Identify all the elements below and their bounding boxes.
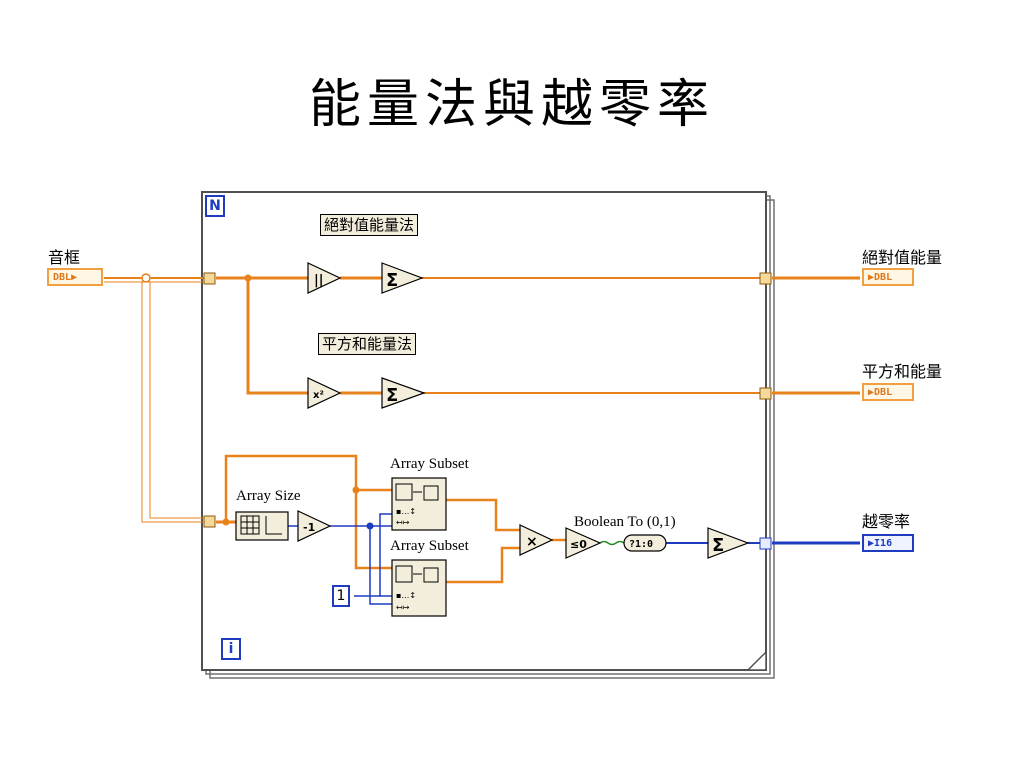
sum-glyph-zcr: Σ — [712, 535, 724, 556]
terminal-arrow-icon: ▶ — [868, 387, 875, 398]
array-size-node[interactable] — [235, 511, 289, 541]
double-wires — [104, 273, 860, 584]
decrement-node[interactable] — [297, 510, 332, 542]
sum-glyph-sq: Σ — [386, 385, 398, 406]
array-subset-label-2: Array Subset — [390, 538, 469, 554]
multiply-glyph: × — [526, 534, 538, 550]
boolean-wire — [599, 540, 625, 546]
terminal-arrow-icon: ▶ — [71, 272, 78, 283]
square-glyph: x² — [313, 390, 324, 401]
loop-iteration-terminal[interactable]: i — [221, 638, 241, 660]
loop-count-terminal[interactable]: N — [205, 195, 225, 217]
terminal-arrow-icon: ▶ — [868, 272, 875, 283]
zcr-type: I16 — [874, 538, 893, 549]
absolute-value-node[interactable] — [307, 262, 342, 294]
svg-text:↤↦: ↤↦ — [396, 518, 410, 527]
bool-glyph: ?1:0 — [629, 539, 653, 550]
multiply-node[interactable] — [519, 524, 554, 556]
abs-method-label: 絕對值能量法 — [320, 214, 419, 236]
zcr-terminal[interactable]: ▶I16 — [862, 534, 914, 552]
abs-energy-label: 絕對值能量 — [862, 248, 943, 267]
abs-energy-type: DBL — [874, 272, 893, 283]
sum-node-zcr[interactable] — [707, 527, 750, 559]
constant-one[interactable]: 1 — [332, 585, 350, 607]
sq-energy-type: DBL — [874, 387, 893, 398]
svg-text:↤↦: ↤↦ — [396, 603, 410, 612]
array-subset-label-1: Array Subset — [390, 456, 469, 472]
decrement-glyph: -1 — [303, 521, 315, 534]
sum-node-abs[interactable] — [381, 262, 424, 294]
square-node[interactable] — [307, 377, 342, 409]
sq-energy-terminal[interactable]: ▶DBL — [862, 383, 914, 401]
svg-text:▪…↕: ▪…↕ — [396, 591, 416, 600]
zcr-label: 越零率 — [862, 512, 911, 531]
le0-glyph: ≤0 — [570, 538, 587, 551]
sum-glyph-abs: Σ — [386, 270, 398, 291]
loop-tunnels — [203, 272, 772, 528]
sq-method-label: 平方和能量法 — [318, 333, 417, 355]
array-subset-node-2[interactable]: ▪…↕ ↤↦ — [391, 559, 447, 617]
terminal-arrow-icon: ▶ — [868, 538, 875, 549]
integer-wires — [288, 513, 860, 605]
svg-text:▪…↕: ▪…↕ — [396, 507, 416, 516]
abs-glyph: || — [314, 273, 324, 288]
for-loop-frame[interactable] — [201, 191, 775, 679]
array-subset-node-1[interactable]: ▪…↕ ↤↦ — [391, 477, 447, 531]
array-size-label: Array Size — [236, 488, 301, 504]
less-equal-zero-node[interactable] — [565, 527, 602, 559]
zcr-tunnel — [759, 537, 772, 550]
frame-input-label: 音框 — [48, 248, 81, 267]
sq-energy-label: 平方和能量 — [862, 362, 943, 381]
abs-energy-terminal[interactable]: ▶DBL — [862, 268, 914, 286]
frame-input-terminal[interactable]: DBL▶ — [47, 268, 103, 286]
frame-type: DBL — [53, 272, 72, 283]
sum-node-sq[interactable] — [381, 377, 426, 409]
boolean-to-01-label: Boolean To (0,1) — [574, 514, 676, 530]
page-title: 能量法與越零率 — [308, 75, 715, 135]
boolean-to-01-node[interactable] — [623, 534, 667, 552]
